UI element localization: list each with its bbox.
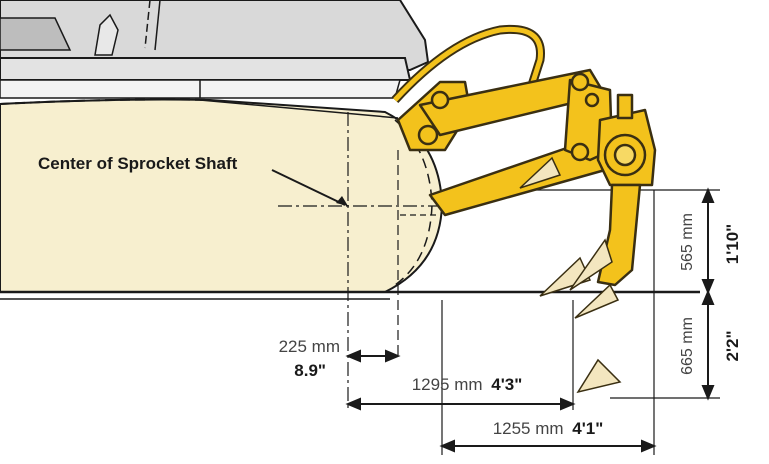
- height-in-label: 1'10": [723, 224, 742, 264]
- reach-mm: 1295 mm: [412, 375, 483, 394]
- sprocket-leader: [271, 169, 346, 206]
- height-mm-label: 565 mm: [679, 213, 696, 271]
- reach2-mm: 1255 mm: [493, 419, 564, 438]
- sprocket-label: Center of Sprocket Shaft: [38, 154, 238, 173]
- machine-cab: [0, 0, 430, 71]
- reach-label: 1295 mm 4'3": [412, 375, 523, 394]
- machine-frame: [0, 57, 412, 99]
- dimension-arrows: [345, 187, 715, 453]
- center-lines: [278, 112, 720, 455]
- depth-mm-label: 665 mm: [679, 317, 696, 375]
- ripper-teeth: [519, 156, 622, 394]
- reach2-in: 4'1": [572, 419, 603, 438]
- depth-in-label: 2'2": [723, 330, 742, 361]
- offset-mm-label: 225 mm: [279, 337, 340, 356]
- linkage-pins: [417, 72, 647, 177]
- reach-in: 4'3": [491, 375, 522, 394]
- reach2-label: 1255 mm 4'1": [493, 419, 604, 438]
- track-body: [0, 98, 444, 293]
- offset-in-label: 8.9": [294, 361, 326, 380]
